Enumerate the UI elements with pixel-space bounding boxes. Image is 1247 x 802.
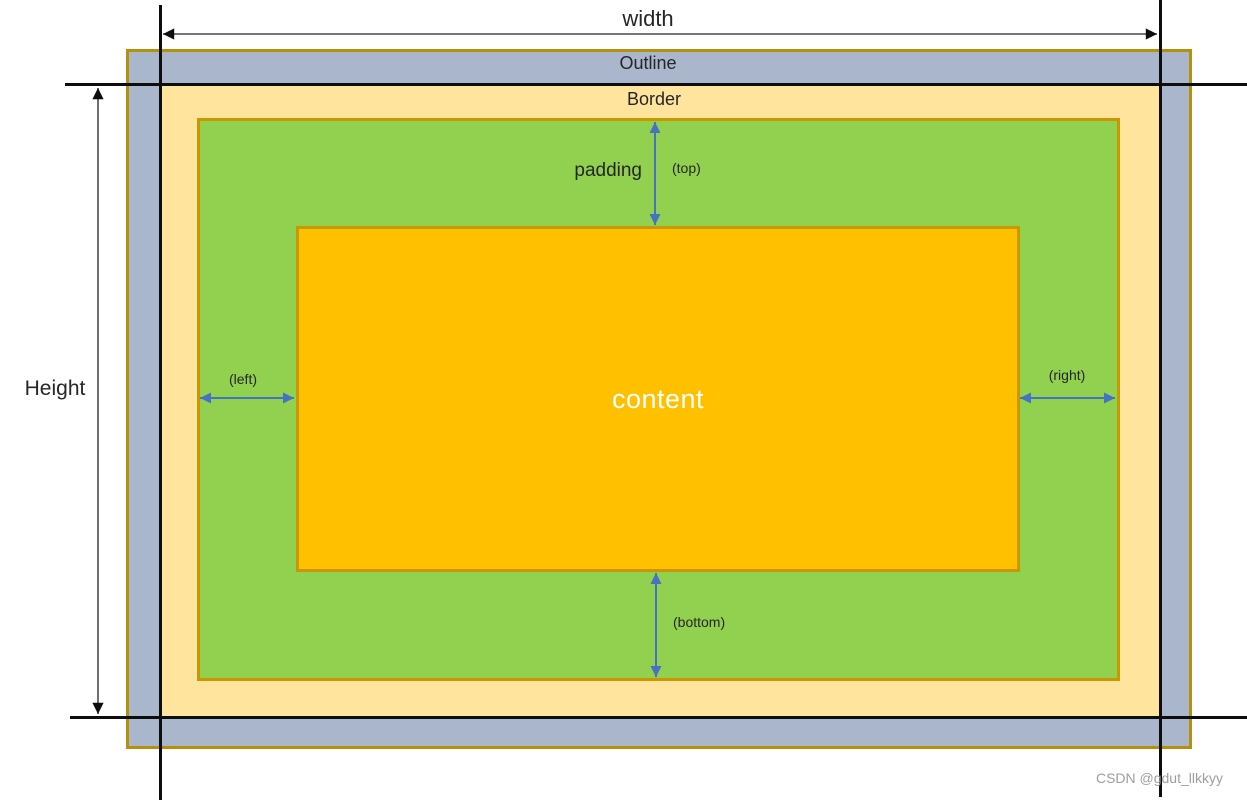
padding-left-label: (left) bbox=[229, 371, 257, 387]
padding-right-label: (right) bbox=[1048, 367, 1086, 383]
height-label: Height bbox=[24, 377, 86, 400]
content-label: content bbox=[611, 383, 705, 414]
width-extent-line-right bbox=[1159, 0, 1162, 797]
outline-label: Outline bbox=[619, 53, 677, 73]
width-label: width bbox=[622, 6, 674, 31]
height-extent-line-top bbox=[65, 83, 1247, 86]
padding-top-label: (top) bbox=[672, 160, 701, 176]
padding-bottom-label: (bottom) bbox=[673, 614, 726, 630]
height-extent-line-bottom bbox=[70, 716, 1247, 719]
content-layer: content bbox=[296, 226, 1020, 572]
width-extent-line-left bbox=[159, 5, 162, 800]
watermark: CSDN @gdut_llkkyy bbox=[1095, 770, 1223, 786]
padding-label: padding bbox=[574, 160, 642, 181]
border-label: Border bbox=[626, 89, 682, 109]
